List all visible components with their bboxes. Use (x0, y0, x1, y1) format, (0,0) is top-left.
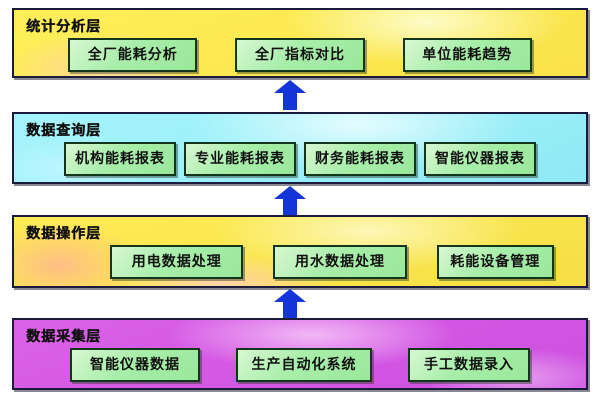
arrow-operation-to-query (273, 186, 307, 215)
node-query-smart-meter-report[interactable]: 智能仪器报表 (423, 142, 537, 176)
node-query-org-report[interactable]: 机构能耗报表 (64, 142, 177, 176)
node-collection-manual-entry[interactable]: 手工数据录入 (408, 348, 530, 382)
layer-operation[interactable]: 数据操作层 用电数据处理 用水数据处理 耗能设备管理 (12, 215, 588, 288)
node-analysis-plant-consumption[interactable]: 全厂能耗分析 (68, 38, 198, 72)
node-analysis-plant-index-compare[interactable]: 全厂指标对比 (235, 38, 365, 72)
node-collection-smart-meter-data[interactable]: 智能仪器数据 (70, 348, 200, 382)
node-query-finance-report[interactable]: 财务能耗报表 (303, 142, 417, 176)
layer-analysis-title: 统计分析层 (26, 19, 101, 35)
layer-collection-inner: 数据采集层 智能仪器数据 生产自动化系统 手工数据录入 (14, 320, 586, 388)
layer-query-inner: 数据查询层 机构能耗报表 专业能耗报表 财务能耗报表 智能仪器报表 (14, 114, 586, 182)
layer-collection-title: 数据采集层 (26, 329, 101, 345)
layer-analysis-nodes: 全厂能耗分析 全厂指标对比 单位能耗趋势 (68, 38, 532, 72)
node-operation-electricity-data[interactable]: 用电数据处理 (110, 245, 244, 279)
node-query-professional-report[interactable]: 专业能耗报表 (183, 142, 297, 176)
node-operation-water-data[interactable]: 用水数据处理 (273, 245, 407, 279)
layer-operation-nodes: 用电数据处理 用水数据处理 耗能设备管理 (110, 245, 554, 279)
node-operation-equipment-management[interactable]: 耗能设备管理 (436, 245, 554, 279)
node-collection-production-automation[interactable]: 生产自动化系统 (236, 348, 372, 382)
layer-collection-nodes: 智能仪器数据 生产自动化系统 手工数据录入 (70, 348, 546, 382)
layer-operation-inner: 数据操作层 用电数据处理 用水数据处理 耗能设备管理 (14, 217, 586, 286)
arrow-collection-to-operation (273, 289, 307, 318)
layer-analysis-inner: 统计分析层 全厂能耗分析 全厂指标对比 单位能耗趋势 (14, 10, 586, 76)
layer-query[interactable]: 数据查询层 机构能耗报表 专业能耗报表 财务能耗报表 智能仪器报表 (12, 112, 588, 184)
node-analysis-unit-consumption-trend[interactable]: 单位能耗趋势 (402, 38, 532, 72)
layer-query-title: 数据查询层 (26, 123, 101, 139)
layer-collection[interactable]: 数据采集层 智能仪器数据 生产自动化系统 手工数据录入 (12, 318, 588, 390)
layer-query-nodes: 机构能耗报表 专业能耗报表 财务能耗报表 智能仪器报表 (64, 142, 537, 176)
arrow-query-to-analysis (273, 80, 307, 110)
layer-operation-title: 数据操作层 (26, 226, 101, 242)
layer-analysis[interactable]: 统计分析层 全厂能耗分析 全厂指标对比 单位能耗趋势 (12, 8, 588, 78)
